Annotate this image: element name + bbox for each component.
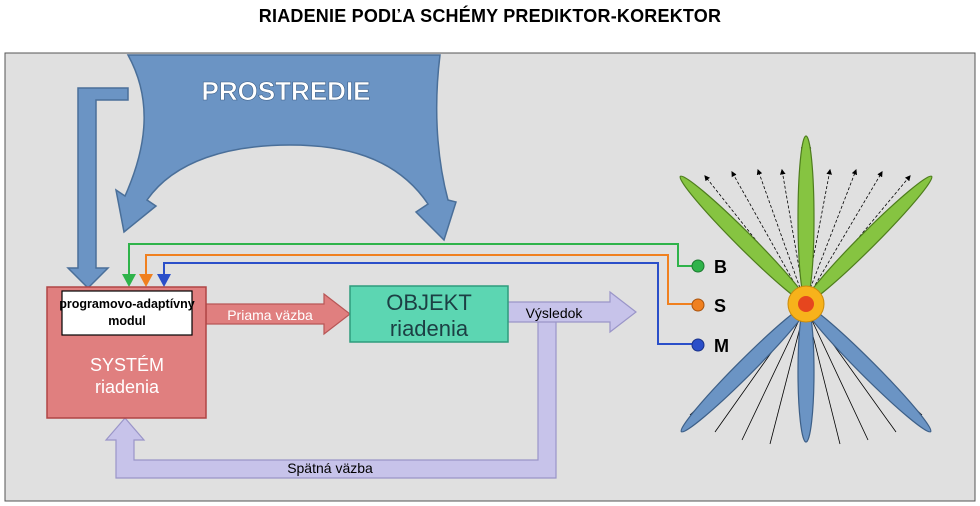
environment-label: PROSTREDIE <box>201 76 370 106</box>
fan-center-inner <box>798 296 814 312</box>
input-label-m: M <box>714 336 729 356</box>
feedback-label: Spätná väzba <box>287 460 373 476</box>
control-system-line2: riadenia <box>95 377 160 397</box>
input-terminal-b <box>691 259 705 273</box>
adaptive-module-line2: modul <box>108 314 146 328</box>
object-line2: riadenia <box>390 316 469 341</box>
direct-label: Priama väzba <box>227 307 313 323</box>
result-label: Výsledok <box>526 305 584 321</box>
result-arrow <box>507 290 637 334</box>
object-line1: OBJEKT <box>386 290 472 315</box>
prediction-fan <box>679 135 933 445</box>
input-terminal-m <box>691 338 705 352</box>
control-system-line1: SYSTÉM <box>90 355 164 375</box>
environment-to-system-arrow <box>66 87 129 290</box>
diagram-title: RIADENIE PODĽA SCHÉMY PREDIKTOR-KOREKTOR <box>258 6 722 26</box>
input-line-b <box>122 243 696 287</box>
adaptive-module-line1: programovo-adaptívny <box>59 297 194 311</box>
direct-arrow <box>205 292 351 336</box>
input-line-m <box>157 262 696 345</box>
input-terminal-s <box>691 298 705 312</box>
input-label-b: B <box>714 257 727 277</box>
input-label-s: S <box>714 296 726 316</box>
input-line-s <box>139 254 696 305</box>
object-box <box>349 285 509 343</box>
environment-shape <box>114 54 457 242</box>
feedback-arrow <box>104 317 557 479</box>
adaptive-module-box <box>61 290 193 336</box>
